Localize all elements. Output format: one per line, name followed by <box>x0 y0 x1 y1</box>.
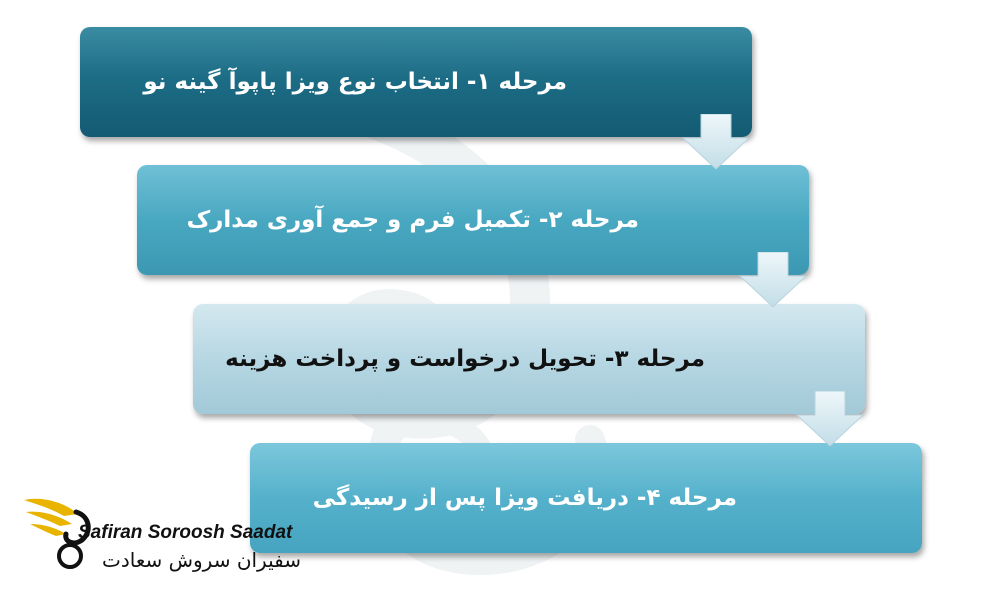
down-arrow-icon <box>795 391 865 447</box>
brand-name-fa: سفیران سروش سعادت <box>102 548 302 572</box>
step-3-box: مرحله ۳- تحویل درخواست و پرداخت هزینه <box>193 304 865 414</box>
step-4-box: مرحله ۴- دریافت ویزا پس از رسیدگی <box>250 443 922 553</box>
brand-name-en: Safiran Soroosh Saadat <box>78 522 293 543</box>
down-arrow-icon <box>738 252 808 308</box>
down-arrow-icon <box>681 114 751 170</box>
brand-logo: Safiran Soroosh Saadat سفیران سروش سعادت <box>20 492 301 582</box>
step-4-label: مرحله ۴- دریافت ویزا پس از رسیدگی <box>312 485 737 511</box>
step-2-label: مرحله ۲- تکمیل فرم و جمع آوری مدارک <box>186 207 639 233</box>
logo-bird-icon <box>24 498 91 569</box>
step-1-label: مرحله ۱- انتخاب نوع ویزا پاپوآ گینه نو <box>143 69 567 95</box>
step-3-label: مرحله ۳- تحویل درخواست و پرداخت هزینه <box>225 346 705 372</box>
step-2-box: مرحله ۲- تکمیل فرم و جمع آوری مدارک <box>137 165 809 275</box>
step-1-box: مرحله ۱- انتخاب نوع ویزا پاپوآ گینه نو <box>80 27 752 137</box>
